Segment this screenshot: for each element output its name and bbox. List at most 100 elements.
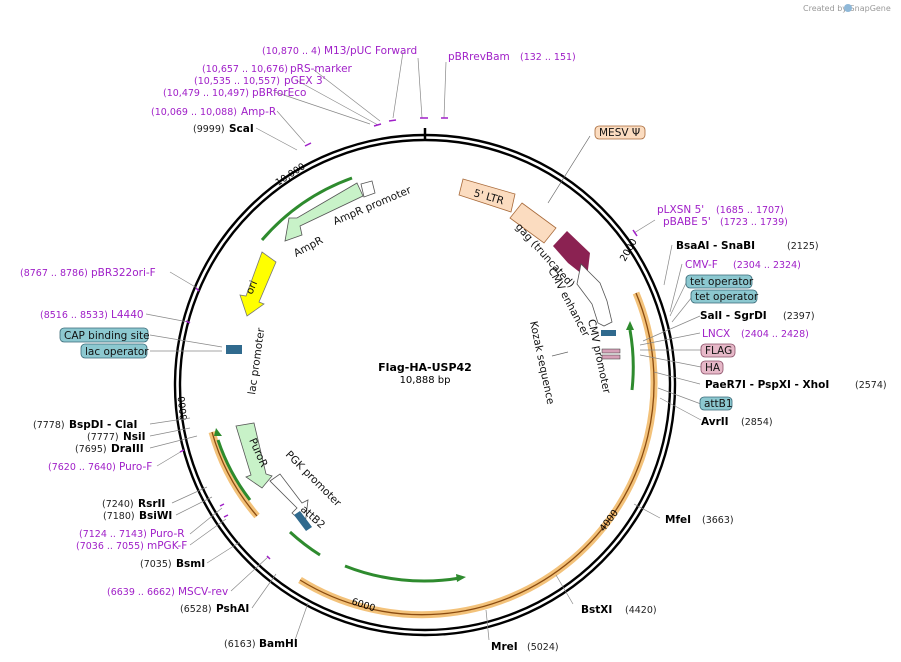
primer-pos-pbr322ori-f: (8767 .. 8786) (20, 268, 88, 279)
flag-tag-box[interactable]: FLAG (700, 343, 736, 358)
primer-pos-mpgk-f: (7036 .. 7055) (76, 541, 144, 552)
cap-binding-site-box[interactable]: CAP binding site (59, 327, 150, 343)
primer-mscv-rev[interactable]: MSCV-rev (178, 586, 228, 598)
lac-operator-box[interactable]: lac operator (80, 343, 149, 359)
enzyme-pos-nsii: (7777) (87, 432, 119, 443)
primer-cmv-f[interactable]: CMV-F (685, 259, 718, 271)
primer-prs-marker[interactable]: pRS-marker (290, 63, 353, 75)
enzyme-bstxi[interactable]: BstXI (581, 604, 612, 616)
lac-promoter-feature[interactable]: lac promoter (226, 327, 267, 396)
svg-text:tet operator: tet operator (690, 276, 754, 288)
enzyme-pos-mrei: (5024) (527, 642, 559, 653)
enzyme-pos-paer7i-pspxi-xhoi: (2574) (855, 380, 887, 391)
plasmid-size: 10,888 bp (400, 375, 451, 386)
tet-operator-box-2[interactable]: tet operator (690, 289, 759, 304)
svg-text:CAP binding site: CAP binding site (64, 330, 150, 342)
tag-boxes (601, 330, 621, 360)
primer-pbrrevbam[interactable]: pBRrevBam (448, 51, 510, 63)
enzyme-avrii[interactable]: AvrII (701, 416, 729, 428)
enzyme-bamhi[interactable]: BamHI (259, 638, 298, 650)
map-labels: (10,870 .. 4) M13/pUC Forward pBRrevBam … (20, 45, 887, 653)
enzyme-pos-bspdi-clai: (7778) (33, 420, 65, 431)
primer-pos-pgex3: (10,535 .. 10,557) (194, 76, 280, 87)
enzyme-pos-bstxi: (4420) (625, 605, 657, 616)
svg-text:ori: ori (244, 279, 260, 296)
orf-arrow-flag (628, 329, 635, 391)
enzyme-mfei[interactable]: MfeI (665, 514, 691, 526)
primer-pbr322ori-f[interactable]: pBR322ori-F (91, 267, 156, 279)
enzyme-nsii[interactable]: NsiI (123, 431, 146, 443)
primer-pos-pbabe5: (1723 .. 1739) (720, 217, 788, 228)
primer-mpgk-f[interactable]: mPGK-F (147, 540, 187, 552)
ori-feature[interactable]: ori (239, 251, 277, 317)
primer-pos-prs-marker: (10,657 .. 10,676) (202, 64, 288, 75)
enzyme-rsrii[interactable]: RsrII (138, 498, 165, 510)
enzyme-bspdi-clai[interactable]: BspDI - ClaI (69, 419, 137, 431)
tet-operator-box-1[interactable]: tet operator (685, 274, 754, 289)
enzyme-pos-rsrii: (7240) (102, 499, 134, 510)
enzyme-pos-bsmi: (7035) (140, 559, 172, 570)
enzyme-pos-mfei: (3663) (702, 515, 734, 526)
primer-ampr[interactable]: Amp-R (241, 106, 276, 118)
primer-pos-lncx: (2404 .. 2428) (741, 329, 809, 340)
svg-text:HA: HA (705, 362, 721, 374)
enzyme-bsaai-snabi[interactable]: BsaAI - SnaBI (676, 240, 755, 252)
enzyme-pshai[interactable]: PshAI (216, 603, 249, 615)
tick-10000: 10,000 (274, 161, 308, 188)
enzyme-draiii[interactable]: DraIII (111, 443, 144, 455)
tick-8000: 8000 (177, 396, 190, 421)
tick-6000: 6000 (350, 596, 376, 614)
cmv-enhancer-feature[interactable]: CMV enhancer (545, 263, 613, 339)
kozak-sequence-feature[interactable]: Kozak sequence (527, 320, 569, 406)
leader-lines (145, 51, 702, 641)
orf-arrow-puro (216, 439, 252, 501)
enzyme-bsmi[interactable]: BsmI (176, 558, 205, 570)
mesv-psi-feature[interactable]: MESV Ψ (547, 125, 646, 204)
ha-tag-box[interactable]: HA (700, 360, 724, 375)
enzyme-sali-sgrdi[interactable]: SalI - SgrDI (700, 310, 767, 322)
primer-puro-f[interactable]: Puro-F (119, 461, 152, 473)
primer-pos-puro-f: (7620 .. 7640) (48, 462, 116, 473)
primer-pos-cmv-f: (2304 .. 2324) (733, 260, 801, 271)
5-ltr-feature[interactable]: 5' LTR (458, 178, 516, 213)
plasmid-name: Flag-HA-USP42 (378, 361, 472, 374)
svg-text:FLAG: FLAG (705, 345, 732, 357)
svg-text:attB1: attB1 (704, 398, 733, 410)
svg-text:AmpR: AmpR (292, 234, 325, 259)
primer-pos-m13puc: (10,870 .. 4) (262, 46, 321, 57)
orf-arrow-ampr (260, 176, 353, 241)
puro-cds-arc-core (211, 431, 258, 517)
enzyme-pos-bsiwi: (7180) (103, 511, 135, 522)
orf-arrow-main (344, 564, 461, 583)
enzyme-pos-bsaai-snabi: (2125) (787, 241, 819, 252)
orf-arrow-puro-head (214, 428, 222, 436)
primer-site-marks (179, 117, 638, 560)
puror-feature[interactable]: PuroR (235, 422, 273, 489)
primer-l4440[interactable]: L4440 (111, 309, 144, 321)
enzyme-pos-avrii: (2854) (741, 417, 773, 428)
primer-pos-pbrrevbam: (132 .. 151) (520, 52, 576, 63)
enzyme-pos-bamhi: (6163) (224, 639, 256, 650)
orf-arrow-flag-head (626, 321, 634, 330)
enzyme-mrei[interactable]: MreI (491, 641, 518, 653)
attb1-box[interactable]: attB1 (699, 396, 733, 411)
enzyme-pos-sali-sgrdi: (2397) (783, 311, 815, 322)
primer-plxsn5[interactable]: pLXSN 5' (657, 204, 704, 216)
enzyme-paer7i-pspxi-xhoi[interactable]: PaeR7I - PspXI - XhoI (705, 379, 829, 391)
enzyme-scai[interactable]: ScaI (229, 123, 254, 135)
primer-pbrforeco[interactable]: pBRforEco (252, 87, 306, 99)
primer-puro-r[interactable]: Puro-R (150, 528, 185, 540)
primer-lncx[interactable]: LNCX (702, 328, 730, 340)
usp42-cds-arc-core (299, 292, 655, 616)
svg-text:lac operator: lac operator (85, 346, 149, 358)
primer-pbabe5[interactable]: pBABE 5' (663, 216, 711, 228)
enzyme-pos-scai: (9999) (193, 124, 225, 135)
primer-m13puc[interactable]: M13/pUC Forward (324, 45, 417, 57)
primer-pos-l4440: (8516 .. 8533) (40, 310, 108, 321)
enzyme-bsiwi[interactable]: BsiWI (139, 510, 172, 522)
primer-pgex3[interactable]: pGEX 3' (284, 75, 326, 87)
enzyme-pos-pshai: (6528) (180, 604, 212, 615)
enzyme-pos-draiii: (7695) (75, 444, 107, 455)
